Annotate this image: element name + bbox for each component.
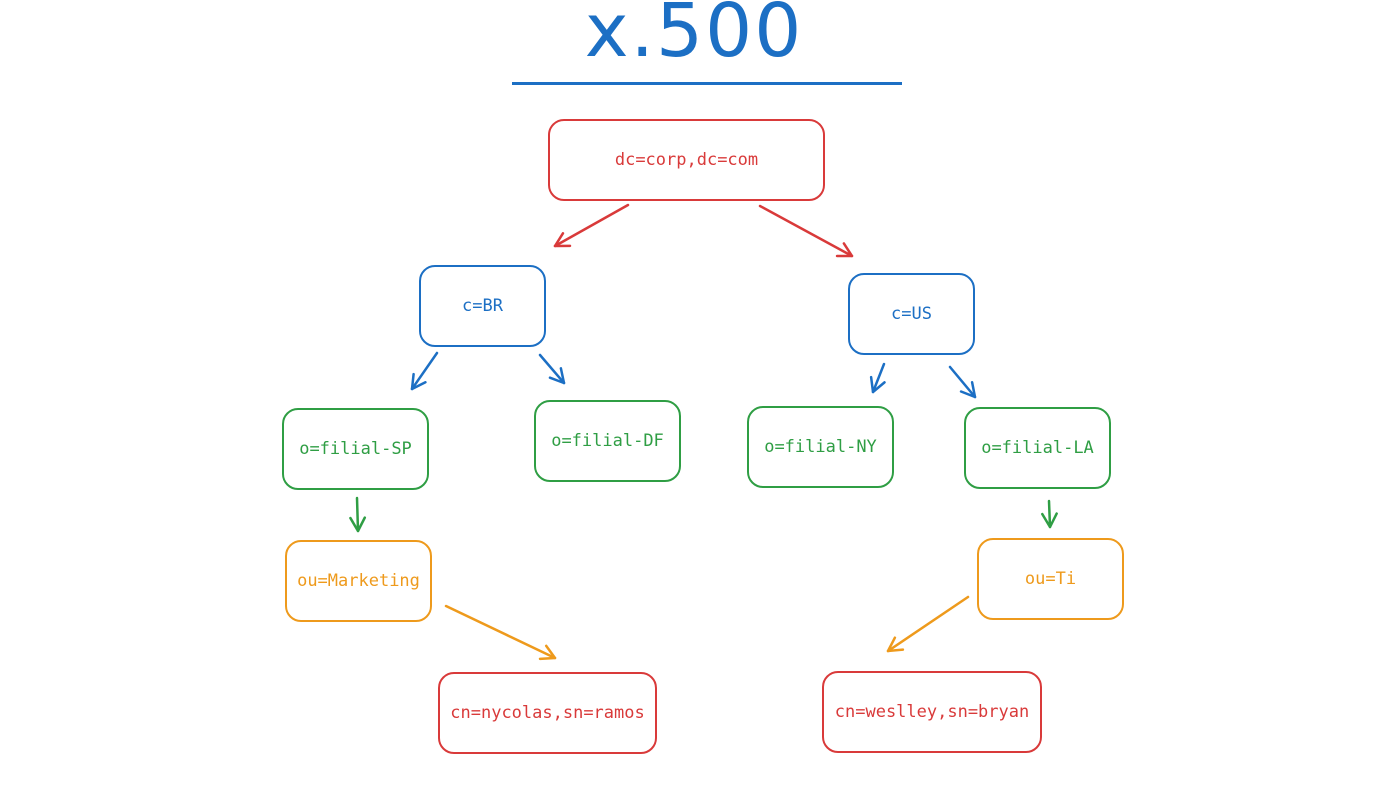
arrowhead-icon xyxy=(553,232,572,248)
arrowhead-icon xyxy=(349,516,367,533)
node-org-filial-df[interactable]: o=filial-DF xyxy=(534,400,681,482)
edge-o_la-to-ou_ti xyxy=(1041,499,1058,529)
arrowhead-icon xyxy=(959,381,977,399)
edge-c_br-to-o_df xyxy=(538,353,566,385)
node-org-filial-ny[interactable]: o=filial-NY xyxy=(747,406,894,488)
node-person-weslley-bryan[interactable]: cn=weslley,sn=bryan xyxy=(822,671,1042,753)
node-org-filial-la[interactable]: o=filial-LA xyxy=(964,407,1111,489)
node-country-us[interactable]: c=US xyxy=(848,273,975,355)
node-org-filial-sp[interactable]: o=filial-SP xyxy=(282,408,429,490)
node-unit-marketing[interactable]: ou=Marketing xyxy=(285,540,432,622)
node-unit-ti[interactable]: ou=Ti xyxy=(977,538,1124,620)
edge-ou_marketing-to-cn_nycolas xyxy=(444,604,557,661)
arrowhead-icon xyxy=(869,375,886,394)
edge-root-to-c_us xyxy=(758,204,854,258)
arrowhead-icon xyxy=(835,242,854,258)
arrowhead-icon xyxy=(886,636,905,653)
node-root-domain[interactable]: dc=corp,dc=com xyxy=(548,119,825,201)
node-person-nycolas-ramos[interactable]: cn=nycolas,sn=ramos xyxy=(438,672,657,754)
edge-o_sp-to-ou_marketing xyxy=(349,496,367,533)
edge-ou_ti-to-cn_weslley xyxy=(886,595,970,653)
title-underline xyxy=(512,82,902,85)
arrowhead-icon xyxy=(1041,512,1058,529)
arrowhead-icon xyxy=(548,367,566,385)
diagram-title: x.500 xyxy=(584,0,804,74)
edge-c_us-to-o_ny xyxy=(869,362,886,394)
edge-c_us-to-o_la xyxy=(948,365,977,399)
arrowhead-icon xyxy=(538,644,557,661)
edge-root-to-c_br xyxy=(553,203,630,248)
arrowhead-icon xyxy=(410,372,427,391)
edge-c_br-to-o_sp xyxy=(410,351,439,391)
node-country-br[interactable]: c=BR xyxy=(419,265,546,347)
